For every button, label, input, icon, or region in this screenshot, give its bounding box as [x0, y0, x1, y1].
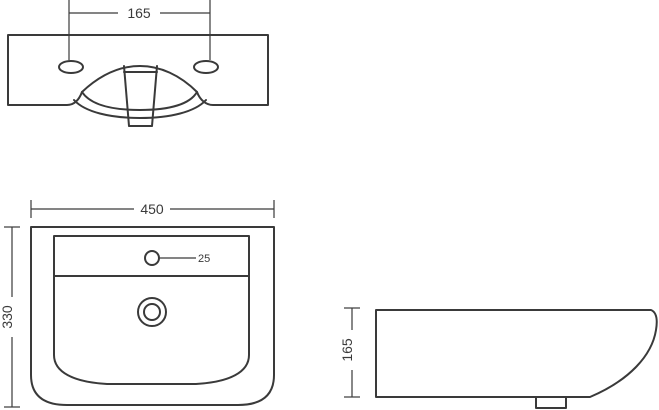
overflow-hole	[144, 250, 160, 266]
height-label: 165	[339, 338, 355, 362]
overflow-hole-label: 25	[198, 253, 210, 265]
front-body-outline	[7, 34, 269, 106]
plan-outer-outline	[30, 226, 275, 406]
side-view: 165	[339, 307, 658, 409]
tap-hole-left	[58, 60, 84, 74]
plan-tap-ledge	[53, 235, 250, 277]
depth-label: 330	[0, 305, 15, 329]
drain-outer-ring	[137, 297, 167, 327]
side-body-outline	[375, 309, 658, 398]
front-drain-outlet	[123, 65, 158, 127]
side-drain-spigot	[535, 396, 567, 409]
plan-view: 450 330 25	[0, 200, 275, 408]
tap-hole-right	[193, 60, 219, 74]
drain-inner-ring	[143, 303, 161, 321]
width-label: 450	[140, 201, 164, 217]
plan-bowl-outline	[53, 275, 250, 385]
front-bowl-curve	[81, 91, 198, 111]
front-bowl-lip	[73, 99, 207, 119]
hole-spacing-label: 165	[127, 5, 151, 21]
front-elevation-view: 165	[7, 0, 269, 127]
